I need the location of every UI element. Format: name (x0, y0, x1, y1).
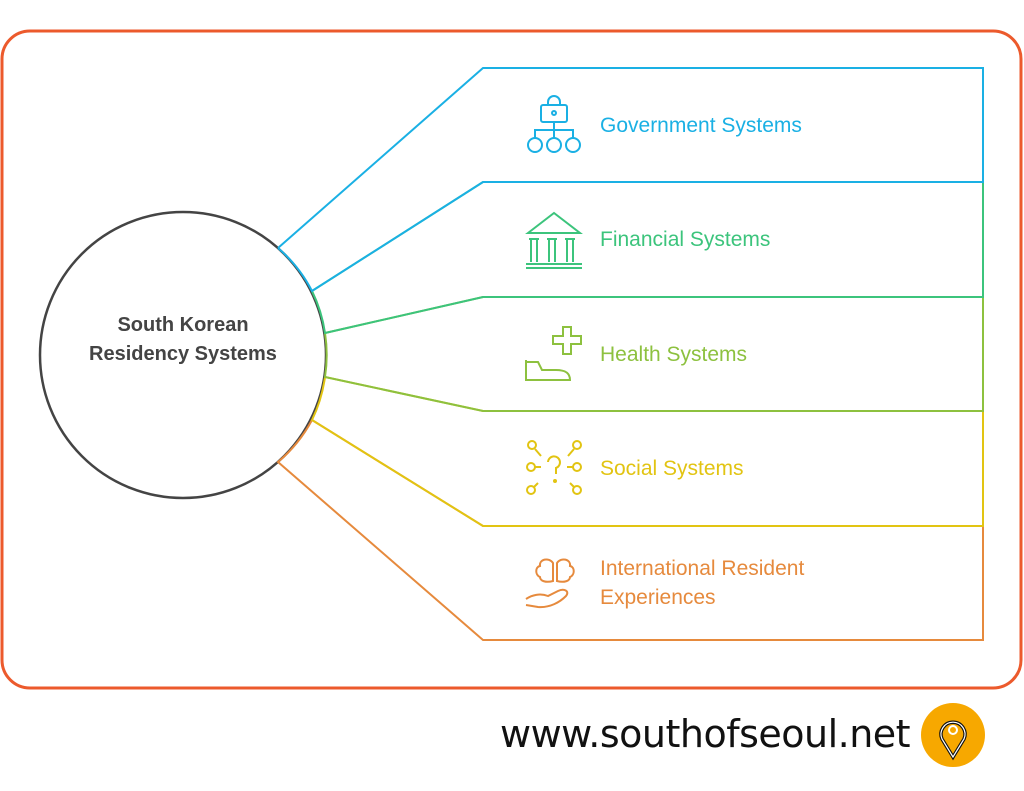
item-label-government: Government Systems (600, 114, 802, 137)
item-label-financial: Financial Systems (600, 228, 771, 251)
center-title: South Korean Residency Systems (89, 314, 277, 365)
band-4 (310, 376, 984, 527)
footer-url[interactable]: www.southofseoul.net (500, 712, 911, 756)
item-label-social: Social Systems (600, 457, 744, 480)
brain-hand-icon (525, 558, 575, 609)
network-question-icon (526, 440, 582, 495)
location-pin-icon (921, 703, 985, 767)
band-5 (276, 419, 984, 641)
band-1 (277, 67, 984, 293)
health-hand-icon (525, 326, 582, 381)
band-2 (311, 181, 984, 335)
org-lock-icon (527, 95, 581, 153)
frame (0, 29, 1023, 690)
bank-icon (525, 211, 583, 269)
item-label-health: Health Systems (600, 343, 748, 366)
item-label-international: International Resident Experiences (600, 557, 805, 609)
